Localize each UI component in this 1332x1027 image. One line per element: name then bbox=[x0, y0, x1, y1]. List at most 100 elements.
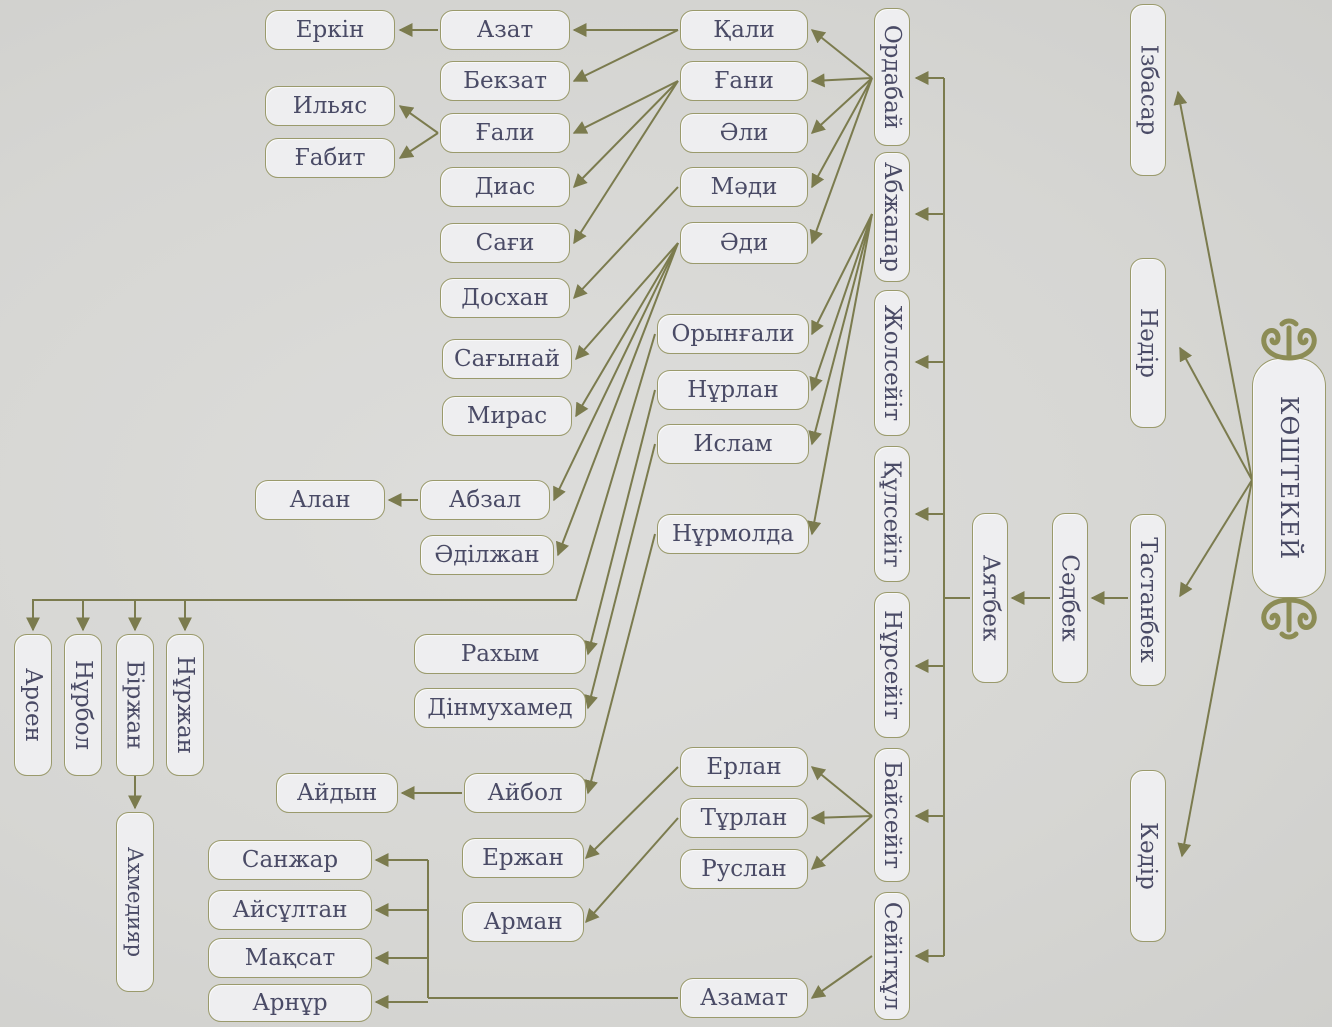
gen6-node-dias: Диас bbox=[440, 167, 570, 207]
connector-nurmolda-aibol bbox=[584, 533, 656, 795]
kazakh-ornament-icon bbox=[1261, 318, 1317, 361]
connector-adi-adilzhan bbox=[555, 242, 679, 557]
gen5-node-azamat: Азамат bbox=[680, 978, 808, 1018]
connector-root-nadir bbox=[1179, 346, 1253, 481]
node-label: Рахым bbox=[460, 641, 540, 667]
node-label: Мирас bbox=[466, 403, 548, 429]
node-label: Арнұр bbox=[252, 990, 328, 1016]
node-label: Біржан bbox=[122, 660, 148, 750]
node-label: Нұрмолда bbox=[672, 521, 794, 547]
connector-baiseyit-son-2 bbox=[810, 815, 873, 870]
gen6-node-rakhym: Рахым bbox=[414, 634, 586, 674]
gen5-node-orynghali: Орынғали bbox=[657, 314, 809, 354]
node-label: Нұрлан bbox=[687, 377, 779, 403]
connector-abzhapar-son-1 bbox=[809, 213, 873, 392]
node-label: Сәдбек bbox=[1057, 554, 1083, 642]
gen6-node-doskhan: Досхан bbox=[440, 278, 570, 318]
gen4-node-kulseyit: Құлсейіт bbox=[874, 446, 910, 582]
gen7-node-sanzhar: Санжар bbox=[208, 840, 372, 880]
node-akhmediyar: Ахмедияр bbox=[116, 812, 154, 992]
connector-gani-sagi bbox=[573, 80, 679, 245]
node-label: Сағи bbox=[475, 230, 535, 256]
node-label: Құлсейіт bbox=[879, 460, 905, 568]
node-label: Досхан bbox=[461, 285, 549, 311]
connector-ordabay-son-3 bbox=[811, 77, 873, 189]
node-nurbol: Нұрбол bbox=[64, 634, 102, 776]
gen6-node-sagynai: Сағынай bbox=[442, 339, 572, 379]
gen4-node-ordabay: Ордабай bbox=[874, 8, 910, 146]
gen5-node-nurlan: Нұрлан bbox=[657, 370, 809, 410]
node-label: Тұрлан bbox=[700, 805, 788, 831]
gen6-node-sagi: Сағи bbox=[440, 223, 570, 263]
connector-nurlan-rakhym bbox=[584, 389, 656, 656]
node-label: Ержан bbox=[482, 845, 564, 871]
gen7-node-gabit: Ғабит bbox=[265, 138, 395, 178]
connector-baiseyit-son-0 bbox=[810, 766, 873, 817]
gen5-node-kali: Қали bbox=[680, 10, 808, 50]
gen5-node-nurmolda: Нұрмолда bbox=[657, 514, 809, 554]
gen4-node-seyitkul: Сейітқұл bbox=[874, 892, 910, 1020]
gen7-node-aidyn: Айдын bbox=[276, 773, 398, 813]
gen1-node-tastanbek: Тастанбек bbox=[1130, 514, 1166, 686]
connector-abzhapar-son-0 bbox=[811, 213, 873, 336]
node-label: Әділжан bbox=[434, 542, 540, 568]
gen4-node-zholseyit: Жолсейіт bbox=[874, 290, 910, 436]
gen7-node-alan: Алан bbox=[255, 480, 385, 520]
node-label: Диас bbox=[474, 174, 536, 200]
gen7-node-arnur: Арнұр bbox=[208, 984, 372, 1022]
gen5-node-turlan: Тұрлан bbox=[680, 798, 808, 838]
gen6-node-abzal: Абзал bbox=[420, 480, 550, 520]
gen5-node-gani: Ғани bbox=[680, 61, 808, 101]
gen4-node-baiseyit: Байсейіт bbox=[874, 748, 910, 882]
node-label: Айдын bbox=[296, 780, 378, 806]
gen6-node-arman: Арман bbox=[462, 902, 584, 942]
gen5-node-ali: Әли bbox=[680, 113, 808, 153]
connector-gali-ilyas bbox=[398, 105, 439, 134]
connector-orynghali-arsen bbox=[26, 333, 656, 632]
gen3-node-ayatbek: Аятбек bbox=[972, 513, 1008, 683]
node-label: Ізбасар bbox=[1135, 44, 1162, 136]
gen5-node-madi: Мәди bbox=[680, 167, 808, 207]
root-label: КӨШТЕКЕЙ bbox=[1275, 395, 1303, 561]
connector-abzhapar-son-2 bbox=[808, 213, 873, 446]
connector-ordabay-son-0 bbox=[810, 29, 873, 79]
gen5-node-adi: Әди bbox=[680, 222, 808, 264]
gen6-node-bekzat: Бекзат bbox=[440, 61, 570, 101]
node-label: Айбол bbox=[487, 780, 563, 806]
node-label: Азамат bbox=[699, 985, 788, 1011]
gen6-node-erzhan: Ержан bbox=[462, 838, 584, 878]
node-label: Алан bbox=[289, 487, 351, 513]
root-node: КӨШТЕКЕЙ bbox=[1252, 358, 1326, 598]
gen6-node-dinmukhamed: Дінмухамед bbox=[414, 688, 586, 728]
node-label: Байсейіт bbox=[879, 761, 906, 869]
gen7-node-erkin: Еркін bbox=[265, 10, 395, 50]
gen1-node-izbasar: Ізбасар bbox=[1130, 4, 1166, 176]
connector-kali-bekzat bbox=[572, 29, 679, 82]
node-label: Ерлан bbox=[706, 754, 782, 780]
node-label: Аятбек bbox=[977, 554, 1003, 642]
node-label: Ильяс bbox=[292, 93, 368, 119]
node-label: Ордабай bbox=[879, 24, 905, 130]
node-arsen: Арсен bbox=[14, 634, 52, 776]
node-label: Мәди bbox=[710, 174, 778, 200]
connector-abzhapar-son-3 bbox=[807, 213, 873, 536]
gen2-node-sadbek: Сәдбек bbox=[1052, 513, 1088, 683]
gen1-node-kadir: Кәдір bbox=[1130, 770, 1166, 942]
connector-baiseyit-son-1 bbox=[810, 810, 873, 825]
connector-erlan-erzhan bbox=[585, 766, 679, 859]
gen5-node-erlan: Ерлан bbox=[680, 747, 808, 787]
node-label: Әли bbox=[719, 120, 769, 146]
node-label: Қали bbox=[713, 17, 775, 43]
node-birzhan: Біржан bbox=[116, 634, 154, 776]
connector-madi-doskhan bbox=[573, 186, 679, 300]
node-nurzhan: Нұржан bbox=[166, 634, 204, 776]
connector-root-tastanbek bbox=[1179, 479, 1253, 598]
node-label: Ғабит bbox=[294, 145, 366, 171]
connector-adi-miras bbox=[575, 242, 679, 418]
connector-ordabay-son-1 bbox=[810, 73, 873, 88]
gen4-node-abzhapar: Абжапар bbox=[874, 152, 910, 282]
connector-gani-gali bbox=[572, 80, 679, 134]
gen6-node-gali: Ғали bbox=[440, 113, 570, 153]
node-label: Бекзат bbox=[463, 68, 547, 94]
connector-ordabay-son-4 bbox=[809, 77, 873, 245]
